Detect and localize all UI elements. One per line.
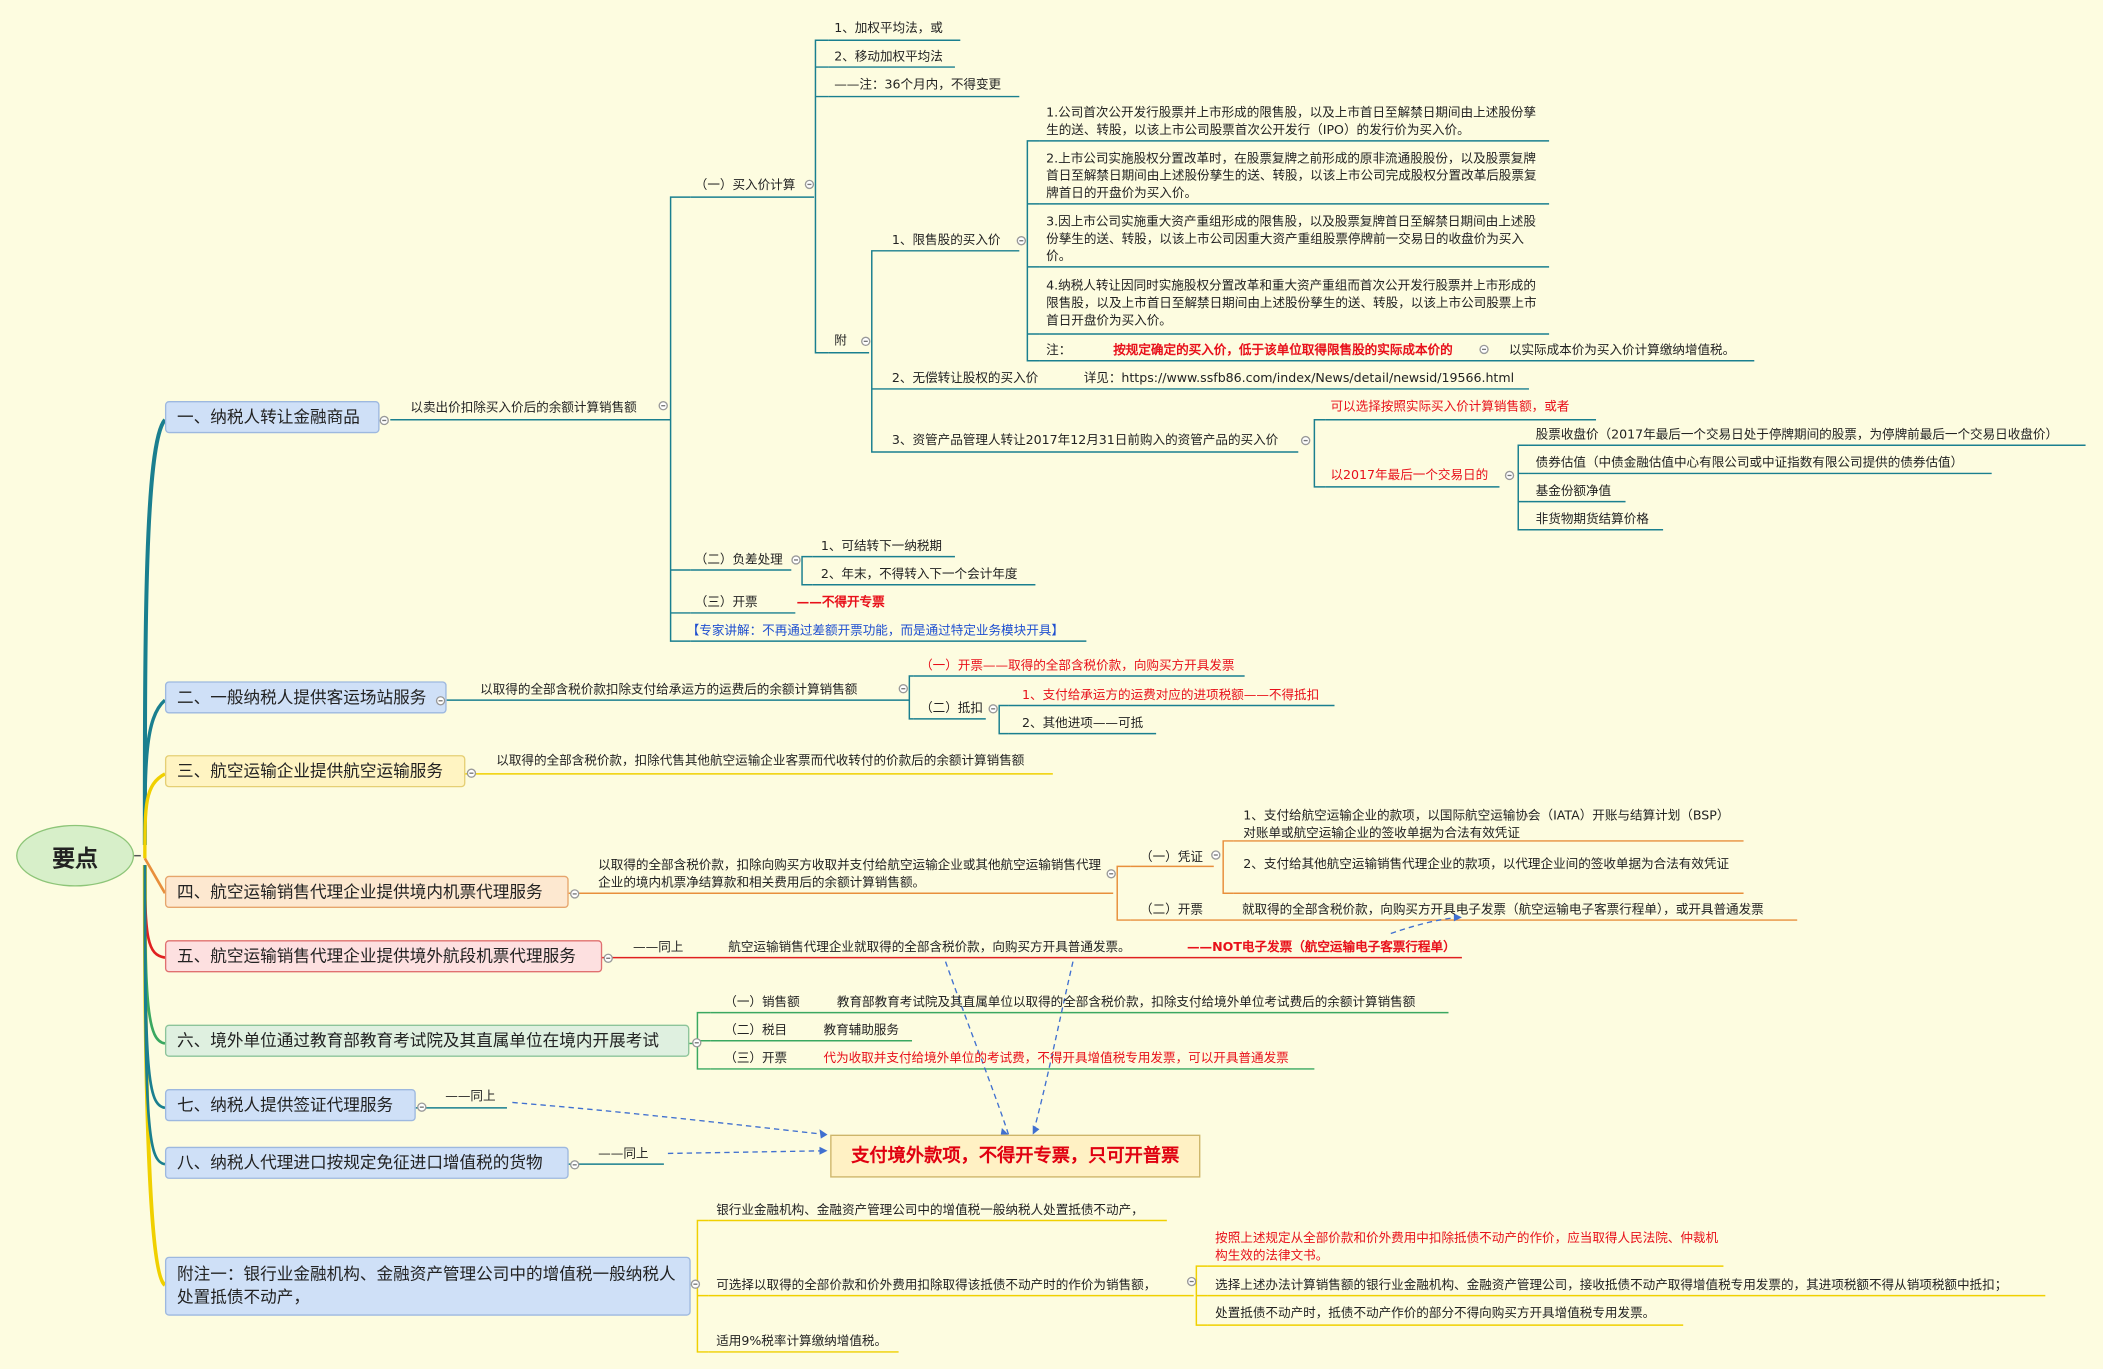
asset-item-2: 债券估值（中债金融估值中心有限公司或中证指数有限公司提供的债券估值） — [1535, 456, 1964, 471]
b2-deduction-label[interactable]: （二）抵扣 — [920, 701, 983, 717]
callout-box[interactable]: 支付境外款项，不得开专票，只可开普票 — [830, 1134, 1201, 1178]
collapse-toggle-icon[interactable] — [690, 1279, 701, 1289]
branch-9-node[interactable]: 附注一：银行业金融机构、金融资产管理公司中的增值税一般纳税人处置抵债不动产， — [164, 1256, 691, 1316]
expert-note: 【专家讲解：不再通过差额开票功能，而是通过特定业务模块开具】 — [686, 623, 1064, 639]
b4-cert-2: 2、支付给其他航空运输销售代理企业的款项，以代理企业间的签收单据为合法有效凭证 — [1243, 857, 1730, 872]
b4-description: 以取得的全部含税价款，扣除向购买方收取并支付给航空运输企业或其他航空运输销售代理… — [598, 858, 1102, 891]
asset-product-label[interactable]: 3、资管产品管理人转让2017年12月31日前购入的资管产品的买入价 — [891, 433, 1279, 448]
branch-4-node[interactable]: 四、航空运输销售代理企业提供境内机票代理服务 — [164, 875, 569, 908]
b6-sales-text: 教育部教育考试院及其直属单位以取得的全部含税价款，扣除支付给境外单位考试费后的余… — [836, 995, 1416, 1010]
free-transfer-label[interactable]: 2、无偿转让股权的买入价 — [891, 371, 1039, 387]
asset-item-3: 基金份额净值 — [1535, 484, 1612, 499]
collapse-toggle-icon[interactable] — [379, 415, 389, 426]
invoice-label[interactable]: （三）开票 — [694, 595, 758, 611]
b3-description: 以取得的全部含税价款，扣除代售其他航空运输企业客票而代收转付的价款后的余额计算销… — [496, 753, 1025, 769]
b9-rule-3: 处置抵债不动产时，抵债不动产作价的部分不得向购买方开具增值税专用发票。 — [1215, 1306, 1656, 1322]
b7-same: ——同上 — [445, 1089, 496, 1104]
b5-not: ——NOT电子发票（航空运输电子客票行程单） — [1186, 940, 1456, 955]
collapse-toggle-icon[interactable] — [898, 684, 908, 694]
method-1: 1、加权平均法，或 — [834, 21, 943, 37]
b1-description: 以卖出价扣除买入价后的余额计算销售额 — [410, 401, 637, 416]
collapse-toggle-icon[interactable] — [435, 696, 446, 706]
asset-item-1: 股票收盘价（2017年最后一个交易日处于停牌期间的股票，为停牌前最后一个交易日收… — [1535, 427, 2059, 443]
branch-3-node[interactable]: 三、航空运输企业提供航空运输服务 — [164, 755, 466, 788]
collapse-toggle-icon[interactable] — [1016, 236, 1027, 246]
collapse-toggle-icon[interactable] — [791, 555, 801, 565]
asset-item-4: 非货物期货结算价格 — [1535, 512, 1649, 528]
b2-description: 以取得的全部含税价款扣除支付给承运方的运费后的余额计算销售额 — [480, 682, 858, 698]
b4-invoice-text: 就取得的全部含税价款，向购买方开具电子发票（航空运输电子客票行程单），或开具普通… — [1241, 902, 1764, 918]
collapse-toggle-icon[interactable] — [1106, 869, 1116, 879]
method-note: ——注：36个月内，不得变更 — [834, 77, 1002, 93]
negative-diff-2: 2、年末，不得转入下一个会计年度 — [820, 567, 1018, 583]
buy-price-label[interactable]: （一）买入价计算 — [694, 178, 796, 194]
branch-8-node[interactable]: 八、纳税人代理进口按规定免征进口增值税的货物 — [164, 1146, 569, 1179]
restricted-item-1: 1.公司首次公开发行股票并上市形成的限售股，以及上市首日至解禁日期间由上述股份孳… — [1046, 105, 1536, 139]
restricted-note-label: 注： — [1046, 343, 1072, 359]
collapse-toggle-icon[interactable] — [1479, 344, 1489, 355]
branch-5-node[interactable]: 五、航空运输销售代理企业提供境外航段机票代理服务 — [164, 940, 603, 973]
collapse-toggle-icon[interactable] — [466, 768, 477, 778]
b2-invoice: （一）开票——取得的全部含税价款，向购买方开具发票 — [920, 658, 1235, 674]
collapse-toggle-icon[interactable] — [1186, 1276, 1197, 1287]
b6-tax-item-label[interactable]: （二）税目 — [724, 1023, 788, 1039]
restricted-item-2: 2.上市公司实施股权分置改革时，在股票复牌之前形成的原非流通股股份，以及股票复牌… — [1046, 151, 1537, 202]
b6-invoice-text: 代为收取并支付给境外单位的考试费，不得开具增值税专用发票，可以开具普通发票 — [823, 1051, 1289, 1067]
restricted-item-4: 4.纳税人转让因同时实施股权分置改革和重大资产重组而首次公开发行股票并上市形成的… — [1046, 278, 1537, 330]
collapse-toggle-icon[interactable] — [861, 336, 871, 347]
negative-diff-1: 1、可结转下一纳税期 — [820, 539, 942, 554]
b9-text-1: 银行业金融机构、金融资产管理公司中的增值税一般纳税人处置抵债不动产， — [716, 1203, 1144, 1218]
collapse-toggle-icon[interactable] — [603, 953, 613, 963]
b4-cert-1: 1、支付给航空运输企业的款项，以国际航空运输协会（IATA）开账与结算计划（BS… — [1243, 808, 1730, 842]
branch-7-node[interactable]: 七、纳税人提供签证代理服务 — [164, 1089, 416, 1122]
b2-deduction-2: 2、其他进项——可抵 — [1021, 716, 1144, 731]
b6-tax-item-text: 教育辅助服务 — [823, 1023, 899, 1039]
restricted-item-3: 3.因上市公司实施重大资产重组形成的限售股，以及股票复牌首日至解禁日期间由上述股… — [1046, 214, 1536, 265]
b9-rule-2: 选择上述办法计算销售额的银行业金融机构、金融资产管理公司，接收抵债不动产取得增值… — [1215, 1278, 2008, 1293]
collapse-toggle-icon[interactable] — [1211, 850, 1221, 860]
b6-sales-label[interactable]: （一）销售额 — [724, 995, 800, 1010]
collapse-toggle-icon[interactable] — [1504, 470, 1515, 481]
method-2: 2、移动加权平均法 — [834, 49, 943, 65]
collapse-toggle-icon[interactable] — [988, 704, 998, 714]
collapse-toggle-icon[interactable] — [1300, 435, 1311, 446]
restricted-note-after: 以实际成本价为买入价计算缴纳增值税。 — [1508, 343, 1736, 359]
free-transfer-detail: 详见：https://www.ssfb86.com/index/News/det… — [1083, 371, 1515, 387]
collapse-toggle-icon[interactable] — [804, 179, 815, 190]
collapse-toggle-icon[interactable] — [417, 1102, 427, 1112]
branch-2-node[interactable]: 二、一般纳税人提供客运场站服务 — [164, 681, 447, 714]
b5-text: 航空运输销售代理企业就取得的全部含税价款，向购买方开具普通发票。 — [728, 940, 1131, 955]
b9-rule-1: 按照上述规定从全部价款和价外费用中扣除抵债不动产的作价，应当取得人民法院、仲裁机… — [1215, 1231, 1719, 1264]
invoice-value: ——不得开专票 — [796, 595, 885, 611]
restricted-note-red: 按规定确定的买入价，低于该单位取得限售股的实际成本价的 — [1113, 343, 1453, 359]
asset-option-1: 可以选择按照实际买入价计算销售额，或者 — [1330, 399, 1570, 415]
branch-1-node[interactable]: 一、纳税人转让金融商品 — [164, 401, 380, 434]
branch-6-node[interactable]: 六、境外单位通过教育部教育考试院及其直属单位在境内开展考试 — [164, 1024, 690, 1057]
b6-invoice-label[interactable]: （三）开票 — [724, 1051, 788, 1067]
b2-deduction-1: 1、支付给承运方的运费对应的进项税额——不得抵扣 — [1021, 688, 1320, 703]
root-node[interactable]: 要点 — [16, 824, 135, 887]
b9-text-2[interactable]: 可选择以取得的全部价款和价外费用扣除取得该抵债不动产时的作价为销售额， — [716, 1278, 1157, 1293]
b5-same: ——同上 — [633, 940, 684, 955]
collapse-toggle-icon[interactable] — [570, 889, 580, 899]
b4-invoice-label[interactable]: （二）开票 — [1140, 902, 1203, 918]
collapse-toggle-icon[interactable] — [692, 1038, 702, 1048]
b4-cert-label[interactable]: （一）凭证 — [1140, 850, 1203, 866]
negative-diff-label[interactable]: （二）负差处理 — [694, 552, 783, 568]
restricted-stock-label[interactable]: 1、限售股的买入价 — [891, 233, 1001, 249]
b8-same: ——同上 — [598, 1146, 649, 1162]
appendix-label[interactable]: 附 — [834, 333, 847, 349]
collapse-toggle-icon[interactable] — [658, 401, 668, 411]
asset-option-2[interactable]: 以2017年最后一个交易日的 — [1330, 468, 1489, 483]
b9-text-3: 适用9%税率计算缴纳增值税。 — [716, 1334, 888, 1350]
collapse-toggle-icon[interactable] — [570, 1160, 580, 1170]
